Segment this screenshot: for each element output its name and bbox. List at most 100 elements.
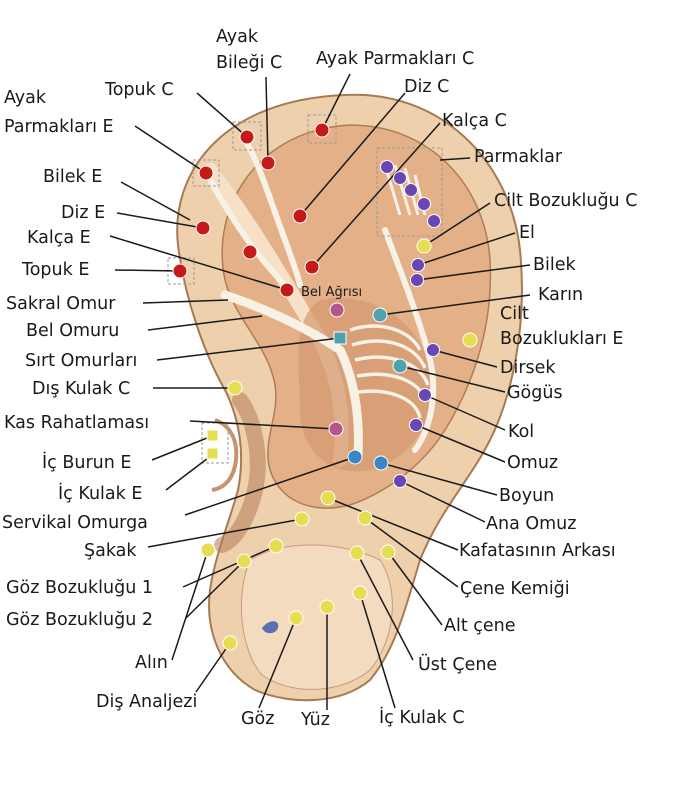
- point-diz-e: [195, 220, 211, 236]
- dashed-marker-boxes: [167, 114, 443, 464]
- point-topuk-c: [239, 129, 255, 145]
- point-kas-rahatlamasi: [328, 421, 344, 437]
- point-parmaklar-5: [427, 214, 441, 228]
- point-ic-burun-e: [206, 429, 219, 442]
- label-cilt-bozukluklari-e-line1: Cilt: [500, 304, 529, 324]
- label-bel-agrisi: Bel Ağrısı: [301, 285, 362, 300]
- point-yuz: [319, 599, 335, 615]
- label-boyun: Boyun: [499, 486, 554, 506]
- label-cilt-bozukluklari-e-line2: Bozuklukları E: [500, 329, 623, 349]
- label-alin: Alın: [135, 653, 168, 673]
- point-gogus: [392, 358, 408, 374]
- label-ayak-bilegi-c-line2: Bileği C: [216, 53, 282, 73]
- point-parmaklar-3: [404, 183, 418, 197]
- leader-lines: [109, 73, 531, 710]
- label-topuk-e: Topuk E: [21, 260, 89, 280]
- label-diz-c: Diz C: [404, 77, 449, 97]
- label-sakak: Şakak: [84, 541, 137, 561]
- label-ayak-parmaklari-e-line2: Parmakları E: [4, 117, 114, 137]
- label-kafatasinin-arkasi: Kafatasının Arkası: [459, 541, 616, 561]
- points: [172, 122, 478, 651]
- point-parmaklar-4: [417, 197, 431, 211]
- point-alin: [200, 542, 216, 558]
- label-ayak-bilegi-c-line1: Ayak: [216, 27, 259, 47]
- label-sirt-omurlari: Sırt Omurları: [25, 351, 137, 371]
- point-ic-kulak-c: [352, 585, 368, 601]
- label-bilek-e: Bilek E: [43, 167, 102, 187]
- point-ust-cene: [349, 545, 365, 561]
- point-goz-bozuklugu-1: [268, 538, 284, 554]
- label-gogus: Gögüs: [507, 383, 563, 403]
- spine-overlay: [220, 290, 363, 460]
- label-ayak-parmaklari-e-line1: Ayak: [4, 88, 47, 108]
- point-bel-agrisi: [329, 302, 345, 318]
- label-bilek: Bilek: [533, 255, 576, 275]
- point-cene-kemigi: [357, 510, 373, 526]
- point-goz: [288, 610, 304, 626]
- point-boyun: [373, 455, 389, 471]
- ear-tragus: [211, 418, 239, 492]
- point-omuz: [409, 418, 423, 432]
- point-parmaklar-2: [393, 171, 407, 185]
- label-kas-rahatlamasi: Kas Rahatlaması: [4, 413, 149, 433]
- point-alt-cene: [380, 544, 396, 560]
- ear-lobe: [240, 544, 393, 690]
- point-el: [411, 258, 425, 272]
- lobe-detail-mark: [262, 621, 279, 634]
- label-dis-kulak-c: Dış Kulak C: [32, 379, 130, 399]
- point-bilek: [410, 273, 424, 287]
- label-servikal-omurga: Servikal Omurga: [2, 513, 148, 533]
- point-kalca-e: [279, 282, 295, 298]
- point-sakak: [294, 511, 310, 527]
- point-sirt-omurlari: [333, 331, 347, 345]
- point-topuk-e: [172, 263, 188, 279]
- label-goz-bozuklugu-1: Göz Bozukluğu 1: [6, 578, 153, 598]
- label-omuz: Omuz: [507, 453, 558, 473]
- label-ic-burun-e: İç Burun E: [42, 452, 131, 473]
- point-kafatasinin-arkasi: [320, 490, 336, 506]
- ear-illustration: [167, 93, 523, 702]
- point-diz-c: [292, 208, 308, 224]
- point-cilt-bozukluklari-e: [462, 332, 478, 348]
- label-alt-cene: Alt çene: [444, 616, 516, 636]
- labels: Ayak Bileği C Ayak Parmakları C Topuk C …: [2, 27, 637, 730]
- label-ust-cene: Üst Çene: [418, 653, 497, 675]
- point-ayak-parmaklari-e: [198, 165, 214, 181]
- point-cilt-bozuklugu-c: [416, 238, 432, 254]
- label-diz-e: Diz E: [61, 203, 105, 223]
- point-kalca-c: [304, 259, 320, 275]
- point-ayak-parmaklari-c: [314, 122, 330, 138]
- point-ayak-bilegi-c: [260, 155, 276, 171]
- point-ana-omuz: [393, 474, 407, 488]
- point-kol: [418, 388, 432, 402]
- label-ayak-parmaklari-c: Ayak Parmakları C: [316, 49, 474, 69]
- point-karin: [372, 307, 388, 323]
- label-ic-kulak-c: İç Kulak C: [379, 707, 465, 728]
- label-bel-omuru: Bel Omuru: [26, 321, 119, 341]
- arm-bones-overlay: [382, 227, 437, 453]
- label-el: El: [519, 223, 535, 243]
- label-cene-kemigi: Çene Kemiği: [460, 579, 570, 599]
- label-goz: Göz: [241, 709, 274, 729]
- point-bilek-e-extra: [242, 244, 258, 260]
- point-dis-kulak-c: [227, 380, 243, 396]
- label-sakral-omur: Sakral Omur: [6, 294, 116, 314]
- point-parmaklar-1: [380, 160, 394, 174]
- point-dis-analjezi: [222, 635, 238, 651]
- label-parmaklar: Parmaklar: [474, 147, 563, 167]
- point-dirsek: [426, 343, 440, 357]
- label-goz-bozuklugu-2: Göz Bozukluğu 2: [6, 610, 153, 630]
- point-goz-bozuklugu-2: [236, 553, 252, 569]
- label-kalca-c: Kalça C: [442, 111, 507, 131]
- ear-canal: [214, 392, 266, 553]
- label-kalca-e: Kalça E: [27, 228, 91, 248]
- point-servikal-omurga: [347, 449, 363, 465]
- label-kol: Kol: [508, 422, 534, 442]
- label-ic-kulak-e: İç Kulak E: [58, 483, 142, 504]
- label-cilt-bozuklugu-c: Cilt Bozukluğu C: [494, 191, 637, 211]
- label-dirsek: Dirsek: [500, 358, 556, 378]
- label-topuk-c: Topuk C: [104, 80, 174, 100]
- label-ana-omuz: Ana Omuz: [486, 514, 576, 534]
- label-yuz: Yüz: [300, 710, 330, 730]
